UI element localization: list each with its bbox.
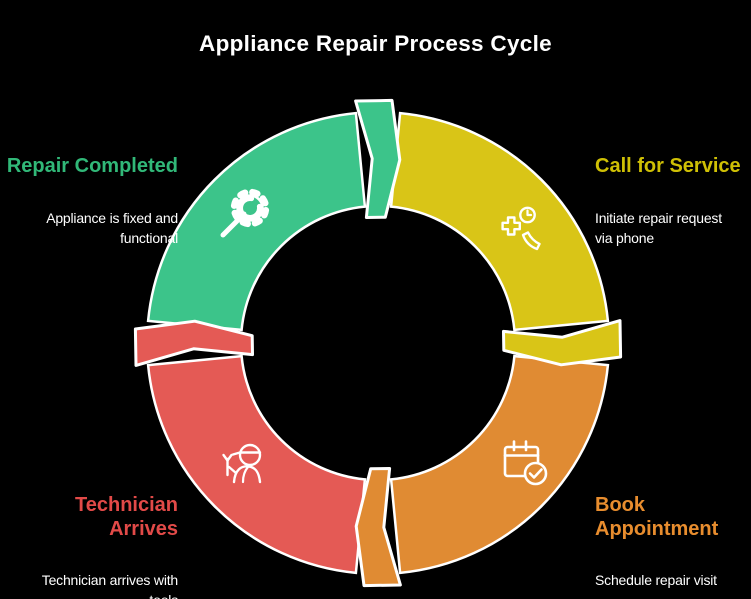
technician-icon: [222, 443, 262, 484]
step-book-appointment: Book Appointment Schedule repair visit: [595, 476, 751, 599]
step-description-technician-arrives: Technician arrives with tools: [41, 572, 178, 599]
ring-segment-technician-arrives: [146, 354, 367, 575]
flow-arrow-technician-arrives: [133, 319, 254, 367]
step-label-book-appointment: Book Appointment: [595, 494, 719, 540]
step-label-repair-completed: Repair Completed: [6, 155, 178, 177]
flow-arrow-book-appointment: [354, 467, 402, 588]
step-description-book-appointment: Schedule repair visit: [595, 572, 717, 589]
flow-arrow-call-for-service: [502, 319, 623, 367]
step-repair-completed: Repair Completed Appliance is fixed and …: [0, 137, 178, 266]
step-technician-arrives: Technician Arrives Technician arrives wi…: [0, 476, 178, 599]
phone-clock-icon: [501, 206, 541, 251]
step-label-technician-arrives: Technician Arrives: [75, 494, 178, 540]
calendar-check-icon: [503, 440, 548, 486]
step-call-for-service: Call for Service Initiate repair request…: [595, 137, 751, 266]
step-label-call-for-service: Call for Service: [595, 155, 741, 177]
flow-arrow-repair-completed: [354, 98, 402, 219]
icon-layer: [220, 188, 548, 486]
ring-segment-book-appointment: [389, 354, 610, 575]
gear-wrench-icon: [220, 188, 270, 238]
ring-segment-call-for-service: [389, 111, 610, 332]
diagram-title: Appliance Repair Process Cycle: [199, 31, 552, 56]
step-description-repair-completed: Appliance is fixed and functional: [46, 209, 178, 246]
step-description-call-for-service: Initiate repair request via phone: [595, 209, 722, 246]
